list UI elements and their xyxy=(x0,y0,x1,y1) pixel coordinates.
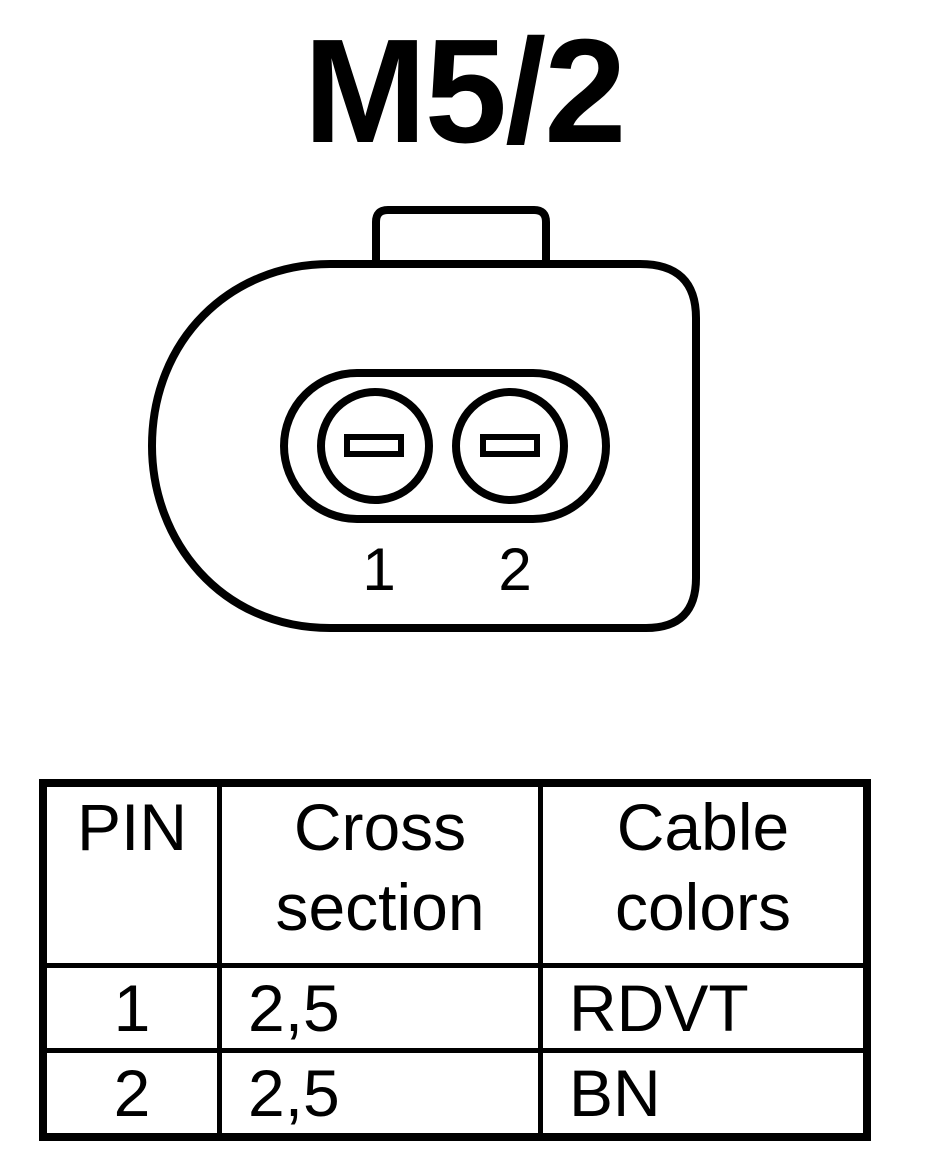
table-row: 2 2,5 BN xyxy=(40,1048,870,1140)
connector-latch xyxy=(372,206,550,262)
cell-cable-color: RDVT xyxy=(538,963,870,1053)
connector-diagram: 1 2 xyxy=(147,206,700,632)
connector-housing xyxy=(147,260,700,632)
header-line: section xyxy=(275,870,485,944)
pin-2-contact xyxy=(480,434,540,457)
header-line: colors xyxy=(614,870,792,944)
header-line: PIN xyxy=(76,790,188,864)
header-cable-colors: Cable colors xyxy=(538,780,870,968)
pin-1-contact xyxy=(344,434,404,457)
pin-2-socket xyxy=(452,388,568,504)
table-header-row: PIN Cross section Cable colors xyxy=(40,780,870,968)
pin-label-1: 1 xyxy=(362,536,395,603)
header-cross-section: Cross section xyxy=(217,780,543,968)
connector-title: M5/2 xyxy=(303,9,626,174)
cell-pin: 2 xyxy=(40,1048,222,1140)
cell-cross-section: 2,5 xyxy=(217,963,543,1053)
cell-pin: 1 xyxy=(40,963,222,1053)
pin-table: PIN Cross section Cable colors 1 2,5 RDV… xyxy=(39,779,871,1141)
pin-label-2: 2 xyxy=(498,536,531,603)
header-line: Cable xyxy=(616,790,790,864)
cell-cable-color: BN xyxy=(538,1048,870,1140)
pin-cavity xyxy=(280,369,610,523)
pin-1-socket xyxy=(317,388,433,504)
header-line: Cross xyxy=(293,790,467,864)
header-pin: PIN xyxy=(40,780,222,968)
table-row: 1 2,5 RDVT xyxy=(40,963,870,1053)
cell-cross-section: 2,5 xyxy=(217,1048,543,1140)
